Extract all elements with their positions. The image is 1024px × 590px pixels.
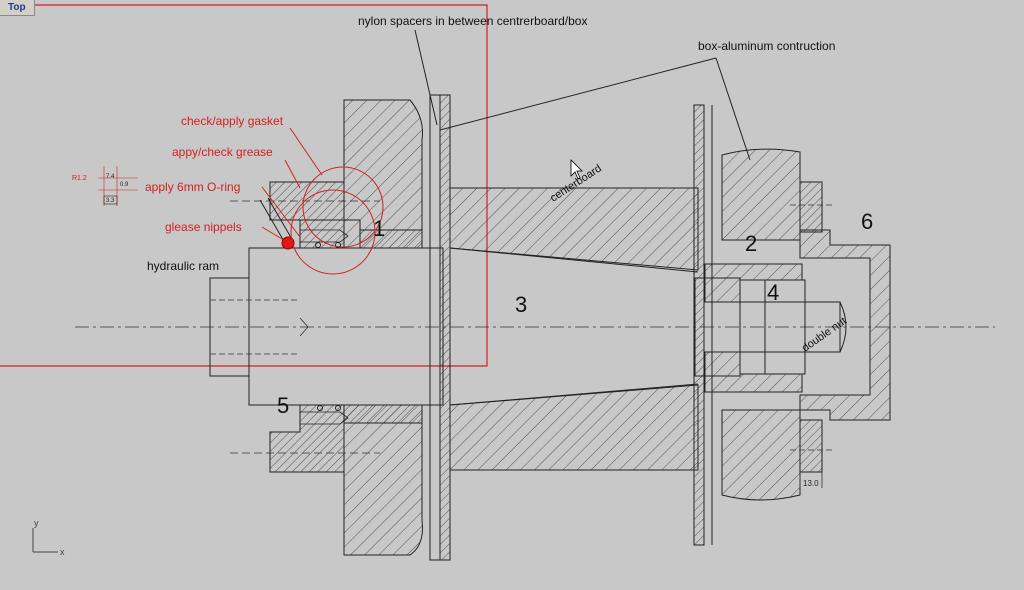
svg-text:R1.2: R1.2 <box>72 175 87 182</box>
bushing-upper <box>704 263 803 303</box>
spacer-plate-right <box>439 94 451 561</box>
svg-text:x: x <box>60 547 65 557</box>
inspection-circle-1 <box>302 166 384 248</box>
flange-bolt-bottom <box>799 419 823 473</box>
callout-4: 4 <box>767 280 779 305</box>
inspection-circle-2 <box>290 189 376 275</box>
svg-text:7.4: 7.4 <box>106 174 115 180</box>
viewport-title-tab[interactable]: Top <box>0 0 35 16</box>
end-cap <box>799 229 891 421</box>
centerboard-lower <box>449 384 699 471</box>
seal-gland-upper <box>269 181 345 249</box>
callout-2: 2 <box>745 231 757 256</box>
seal-cavity-lower <box>343 404 423 424</box>
box-plate-left <box>693 104 705 546</box>
spacer-plate-left <box>429 94 441 561</box>
right-housing-upper <box>721 148 801 241</box>
oring-upper-1 <box>315 242 321 248</box>
bolt-shank <box>739 301 841 353</box>
left-housing-lower <box>343 404 423 556</box>
grease-nipple-marker <box>281 236 295 250</box>
annotation-nipples: glease nippels <box>165 220 242 234</box>
detail-sketch: R1.2 7.4 0.9 3.3 <box>72 166 138 206</box>
label-hydraulic-ram: hydraulic ram <box>147 259 219 273</box>
dimension-text: 13.0 <box>803 479 819 488</box>
oring-upper-2 <box>335 242 341 248</box>
flange-bolt-top <box>799 181 823 233</box>
svg-text:0.9: 0.9 <box>120 182 129 188</box>
annotation-gasket: check/apply gasket <box>181 114 284 128</box>
svg-text:y: y <box>34 518 39 528</box>
bushing-lower <box>704 351 803 393</box>
ram-rod <box>209 277 250 377</box>
seal-cavity-upper <box>359 229 423 249</box>
oring-lower-1 <box>317 405 323 411</box>
callout-1: 1 <box>373 216 385 241</box>
annotation-oring: apply 6mm O-ring <box>145 180 240 194</box>
mouse-cursor <box>570 159 583 180</box>
svg-text:3.3: 3.3 <box>106 198 115 204</box>
label-box-construction: box-aluminum contruction <box>698 39 835 53</box>
callout-5: 5 <box>277 393 289 418</box>
oring-lower-2 <box>335 405 341 411</box>
callout-6: 6 <box>861 209 873 234</box>
nut-block <box>764 279 806 375</box>
callout-3: 3 <box>515 292 527 317</box>
label-nylon-spacers: nylon spacers in between centrerboard/bo… <box>358 14 587 28</box>
left-housing-upper <box>343 99 423 249</box>
right-housing-lower <box>721 409 801 501</box>
selection-frame <box>0 4 488 367</box>
axis-indicator: x y <box>32 518 65 557</box>
annotation-grease: appy/check grease <box>172 145 273 159</box>
